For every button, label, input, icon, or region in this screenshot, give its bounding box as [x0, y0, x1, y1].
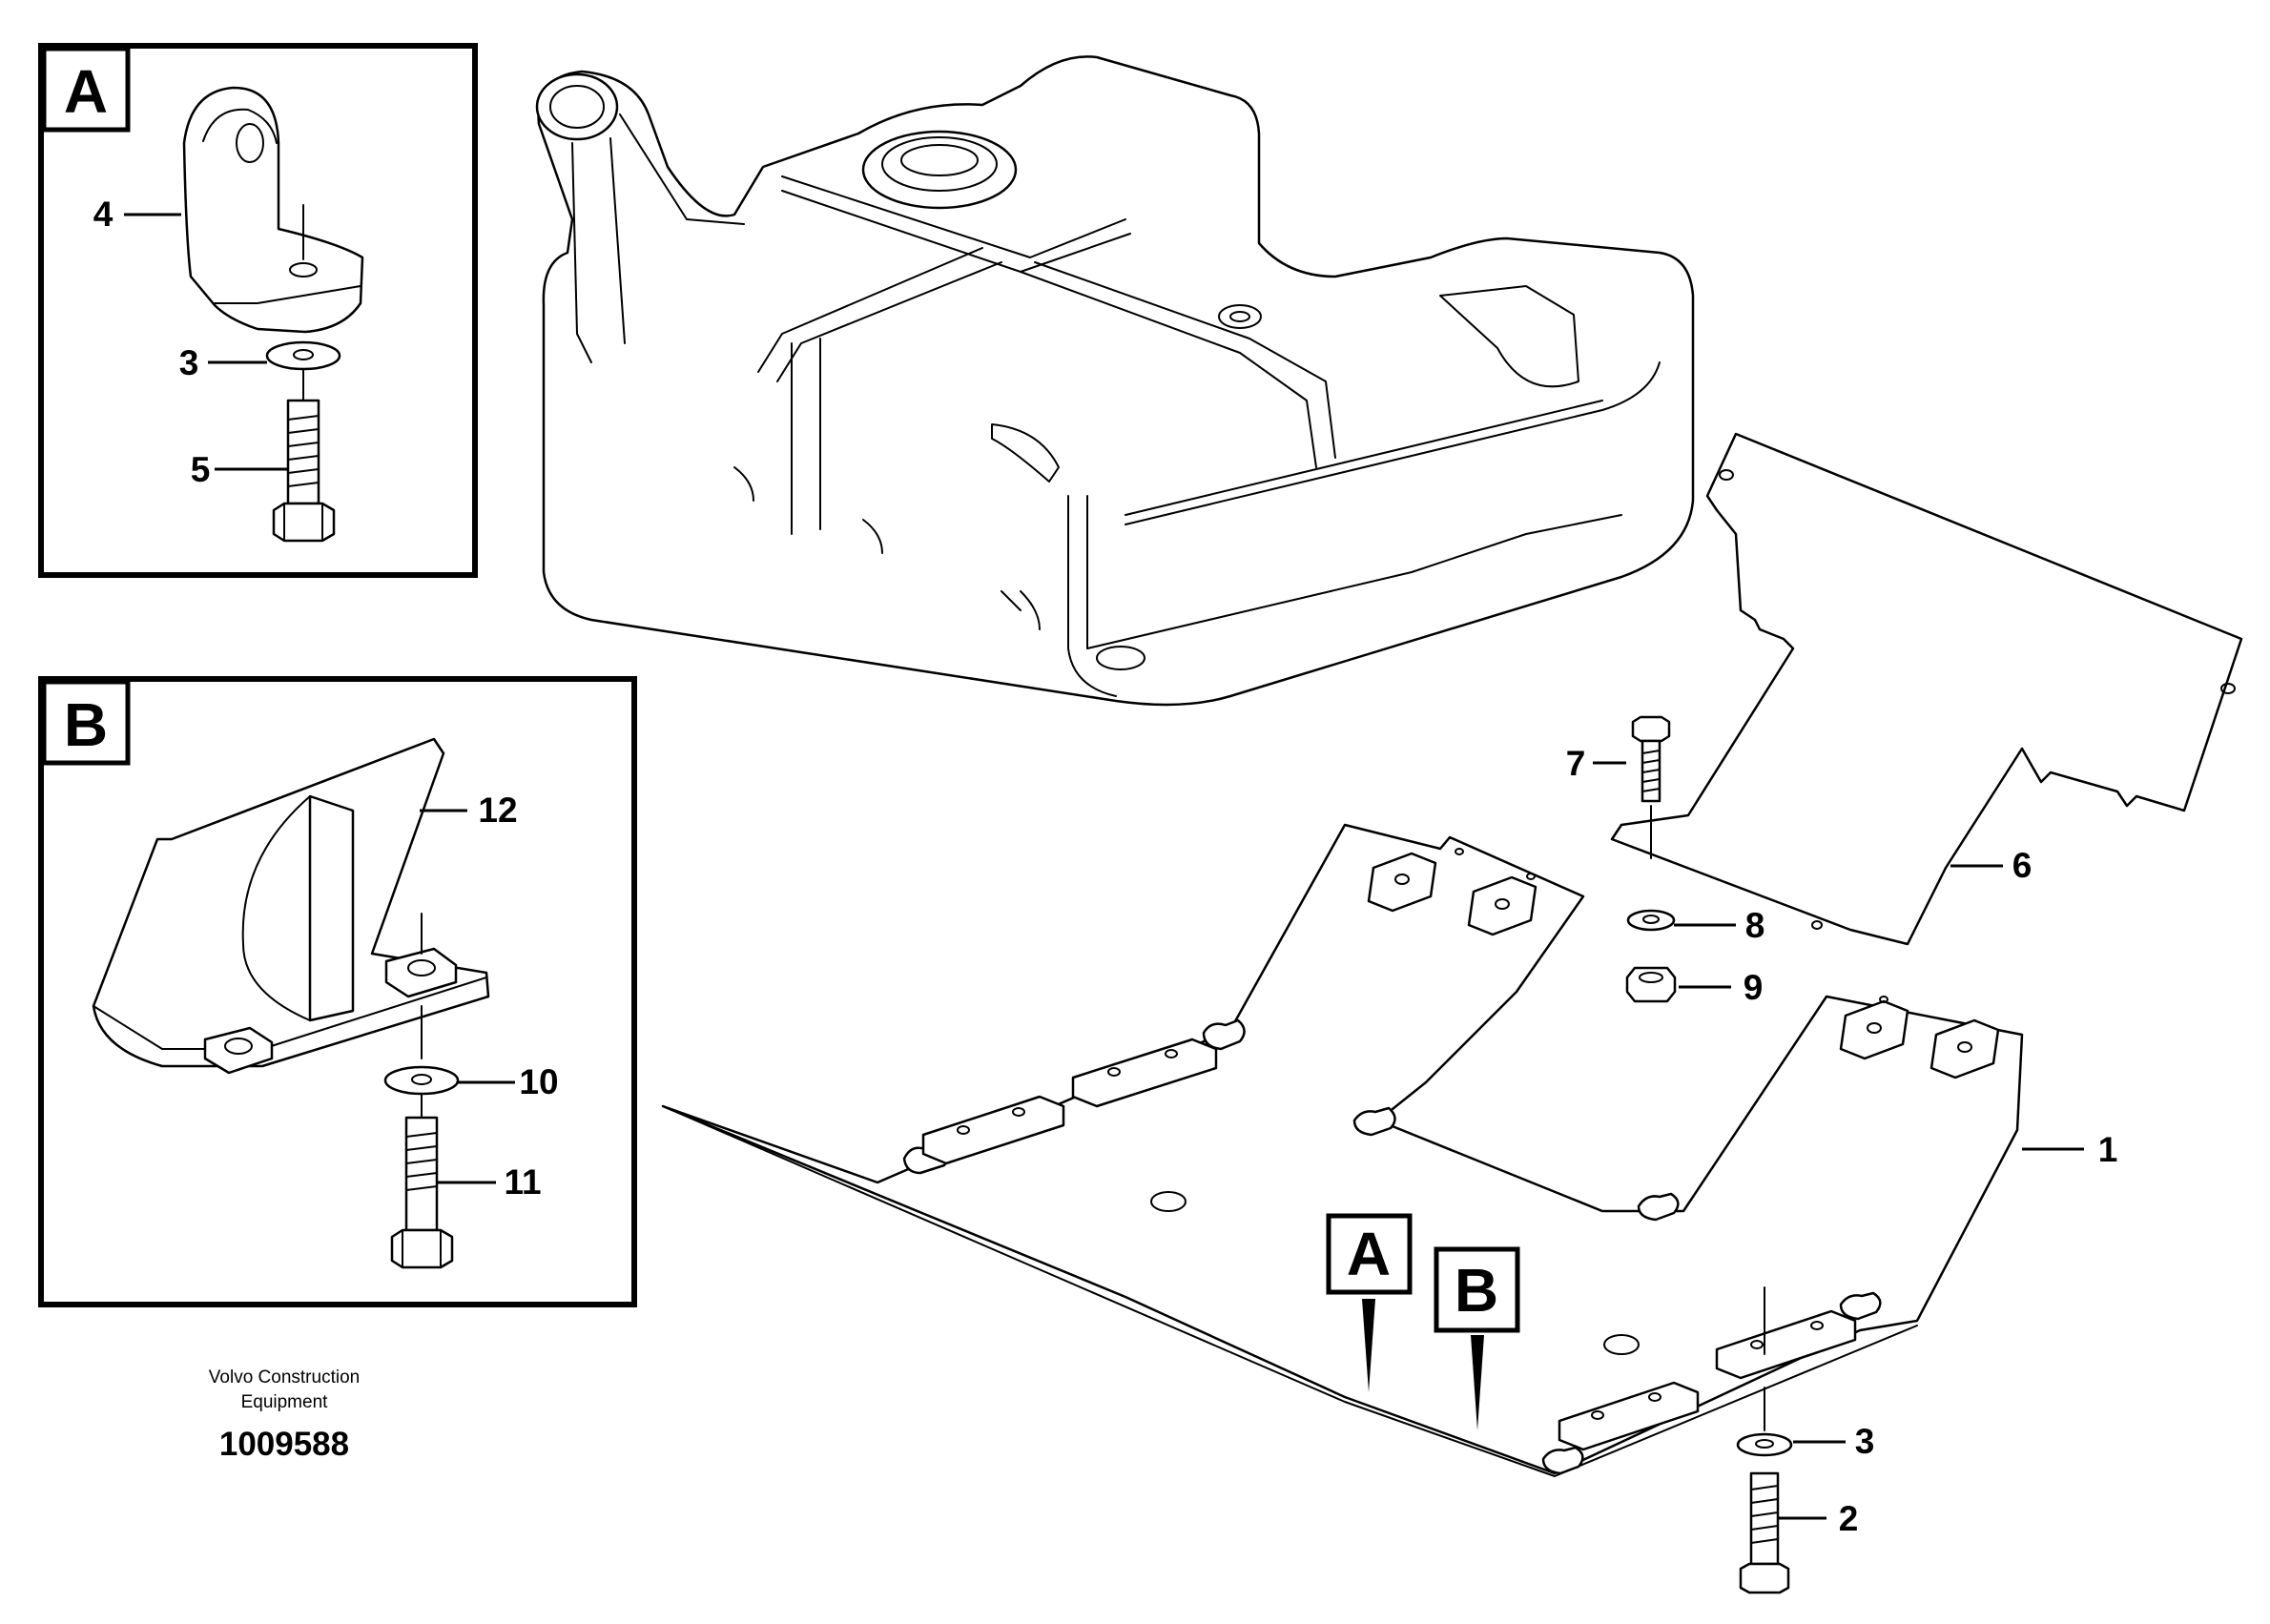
callout-5: 5 — [191, 450, 211, 489]
callout-12: 12 — [478, 791, 517, 830]
callout-2: 2 — [1839, 1499, 1859, 1538]
bracket-part-4 — [182, 86, 364, 334]
svg-text:A: A — [1347, 1220, 1391, 1288]
bolt-part-7 — [1631, 715, 1671, 859]
shield-plate-part-6 — [1610, 432, 2243, 946]
bolt-part-5 — [272, 368, 336, 543]
callout-4: 4 — [93, 195, 114, 234]
washer-part-10 — [383, 1065, 460, 1096]
washer-part-8 — [1626, 909, 1676, 932]
callout-6: 6 — [2012, 846, 2033, 885]
bolt-part-11 — [390, 1093, 454, 1269]
callout-11: 11 — [504, 1162, 541, 1202]
washer-part-3-detail-a — [265, 340, 341, 371]
callout-9: 9 — [1744, 968, 1764, 1007]
svg-text:B: B — [1455, 1256, 1498, 1325]
fuel-tank — [535, 55, 1695, 707]
reference-tag-a: A — [1326, 1213, 1413, 1392]
callout-10: 10 — [519, 1062, 558, 1101]
callout-1: 1 — [2098, 1130, 2118, 1169]
belly-guard-part-1 — [661, 823, 2024, 1477]
company-line-1: Volvo Construction — [209, 1367, 360, 1388]
callout-8: 8 — [1745, 906, 1765, 945]
detail-b-tag: B — [64, 690, 108, 759]
callout-3-main: 3 — [1855, 1422, 1875, 1461]
company-line-2: Equipment — [241, 1392, 329, 1412]
detail-a-panel: A 4 3 5 — [38, 43, 478, 578]
bracket-part-12 — [92, 737, 490, 1075]
detail-b-panel: B 12 10 11 — [38, 676, 637, 1307]
callout-3-detail-a: 3 — [179, 343, 199, 382]
nut-part-9 — [1625, 966, 1677, 1003]
callout-7: 7 — [1566, 744, 1586, 783]
bolt-part-2 — [1739, 1471, 1790, 1594]
washer-part-3-main — [1736, 1432, 1793, 1457]
detail-a-tag: A — [64, 57, 108, 126]
drawing-number: 1009588 — [219, 1426, 349, 1463]
reference-tag-b: B — [1434, 1246, 1520, 1430]
